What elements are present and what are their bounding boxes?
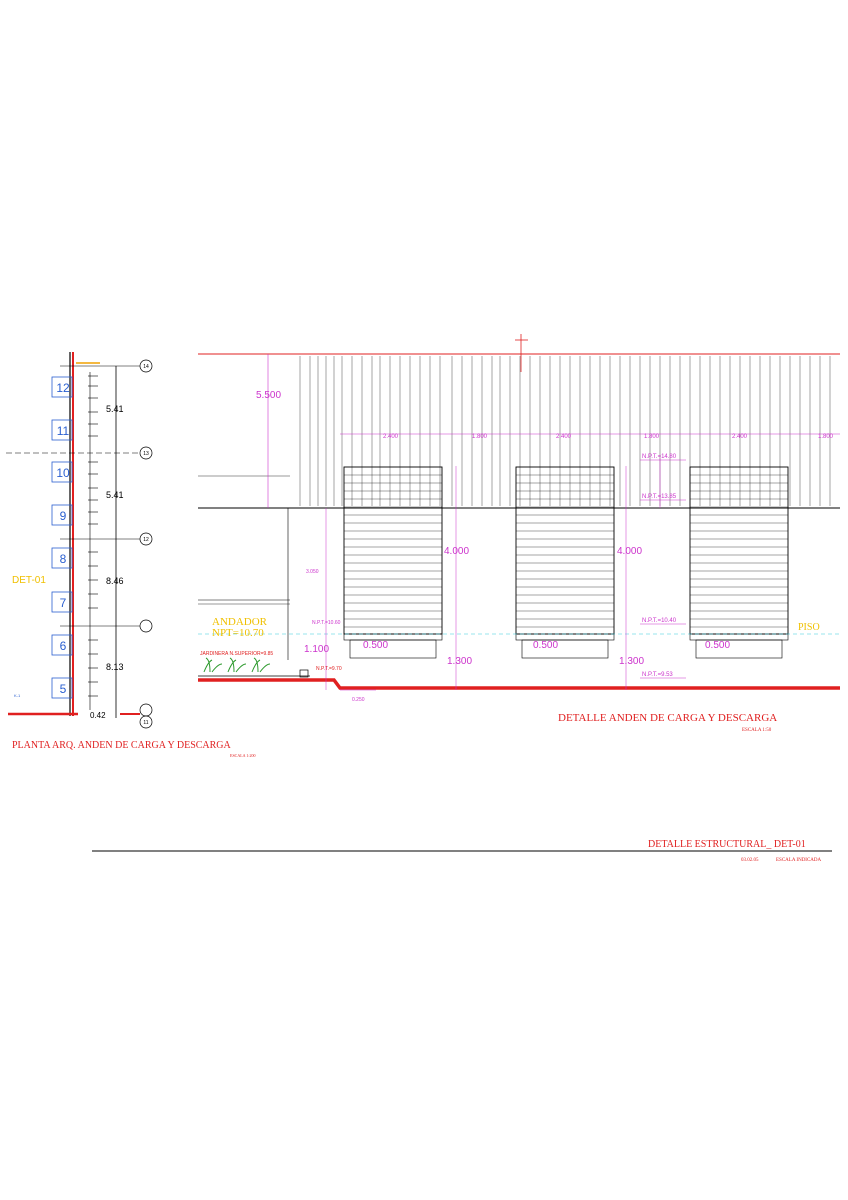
bay-number: 8 [60, 552, 67, 566]
pier-width-dim: 1.800 [472, 434, 488, 440]
door-width-dim: 2.400 [556, 434, 572, 440]
plan-dimension: 0.42 [90, 711, 106, 720]
bottom-dim: 0.250 [352, 697, 365, 703]
plan-title: PLANTA ARQ. ANDEN DE CARGA Y DESCARGA [12, 740, 232, 751]
wall-cladding [299, 356, 831, 506]
axis-label: 11 [143, 720, 148, 726]
bay-number: 7 [60, 596, 67, 610]
door-height-dim: 4.000 [444, 546, 469, 557]
piso-label: PISO [798, 622, 820, 633]
bay-number: 5 [60, 682, 67, 696]
small-dim: 0.500 [705, 640, 730, 651]
sheet-title: DETALLE ESTRUCTURAL_ DET-01 [648, 839, 806, 850]
axis-label: 12 [143, 537, 149, 543]
door-width-dim: 2.400 [383, 434, 399, 440]
door-width-dim: 2.400 [732, 434, 748, 440]
plan-dimension: 8.13 [106, 662, 124, 672]
bay-number: 9 [60, 509, 67, 523]
andador-label: ANDADOR [212, 616, 268, 628]
plan-dimension: 5.41 [106, 404, 124, 414]
bay-number: 6 [60, 639, 67, 653]
pier-width-dim: 1.800 [818, 434, 834, 440]
level-label: N.P.T.=9.70 [316, 666, 342, 672]
detail-title: DETALLE ANDEN DE CARGA Y DESCARGA [558, 712, 777, 724]
loading-door [515, 466, 615, 659]
plan-scale: ESCALA 1:200 [230, 753, 255, 758]
elevation-view [198, 334, 840, 691]
loading-door [689, 466, 789, 659]
sheet-scale: ESCALA INDICADA [776, 858, 822, 863]
loading-door [343, 466, 443, 659]
axis-label: 13 [143, 451, 149, 457]
plan-dimension: 5.41 [106, 490, 124, 500]
detail-scale: ESCALA 1:50 [742, 728, 772, 733]
andador-level: NPT=10.70 [212, 627, 264, 639]
plan-dimension: 8.46 [106, 576, 124, 586]
level-label: N.P.T.=14.80 [642, 454, 677, 460]
det-tag: DET-01 [12, 575, 46, 586]
level-label: N.P.T.=10.60 [312, 620, 341, 626]
level-label: N.P.T.=10.40 [642, 618, 677, 624]
plan-bay-numbers: 12 11 10 9 8 7 6 5 [56, 381, 70, 696]
small-dim: 0.500 [533, 640, 558, 651]
plan-view [6, 352, 153, 729]
door-height-dim: 4.000 [617, 546, 642, 557]
small-dim: 0.500 [363, 640, 388, 651]
bay-boxes [51, 376, 73, 699]
platform-height-dim: 1.300 [619, 656, 644, 667]
plan-axis-labels: 14 13 12 11 [143, 364, 149, 726]
wall-height-dim: 5.500 [256, 390, 281, 401]
bay-number: 12 [56, 381, 70, 395]
level-label: N.P.T.=9.53 [642, 672, 673, 678]
platform-height-dim: 1.300 [447, 656, 472, 667]
level-label: N.P.T.=13.85 [642, 494, 677, 500]
bay-number: 11 [57, 424, 70, 438]
axis-label: 14 [143, 364, 149, 370]
jardinera-label: JARDINERA N.SUPERIOR=9.85 [200, 651, 273, 657]
sheet-date: 03.02.05 [741, 858, 759, 863]
plan-ramp-marks [88, 372, 98, 710]
bay-number: 10 [56, 466, 70, 480]
plan-dimensions: 5.41 5.41 8.46 8.13 0.42 [90, 404, 124, 720]
pier-width-dim: 1.800 [644, 434, 660, 440]
plan-small-label: K-1 [14, 693, 21, 698]
planter-plants [203, 657, 271, 673]
left-dim-a: 3.050 [306, 569, 319, 575]
left-dim-b: 1.100 [304, 644, 329, 655]
loading-doors [343, 466, 789, 659]
